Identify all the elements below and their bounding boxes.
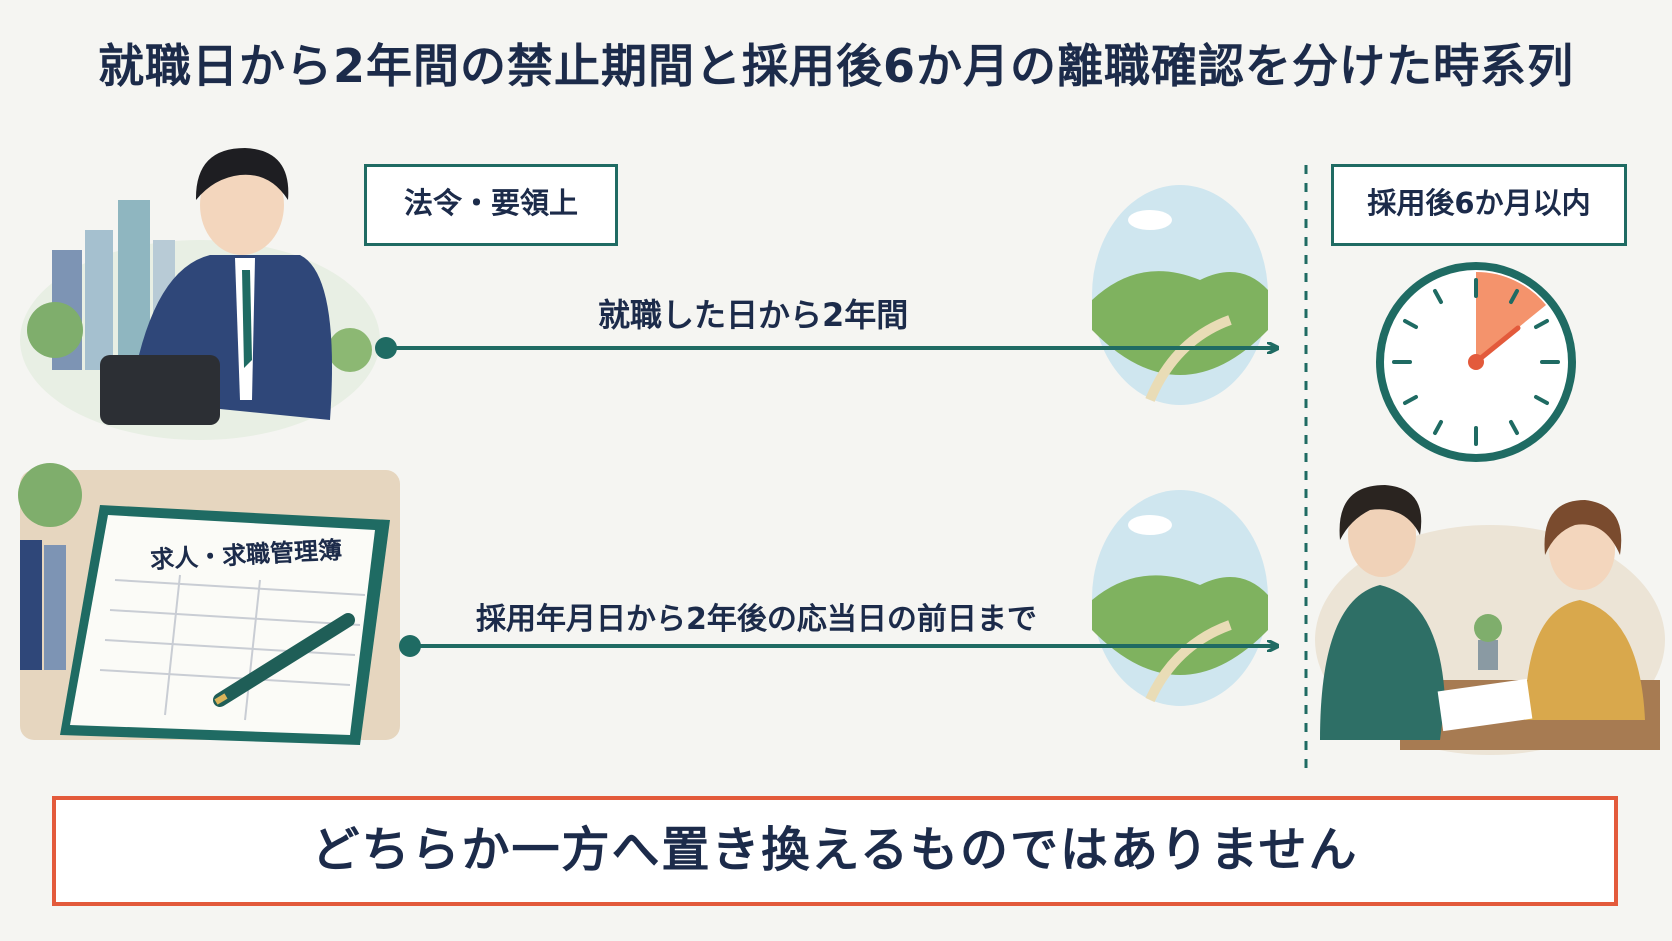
landscape-icon [1092, 185, 1268, 405]
period-arrow-bottom [399, 635, 1276, 657]
interview-illustration [1315, 485, 1665, 755]
six-months-label-box: 採用後6か月以内 [1331, 164, 1627, 246]
top-arrow-label: 就職した日から2年間 [598, 296, 909, 334]
note-box: どちらか一方へ置き換えるものではありません [52, 796, 1618, 906]
ledger-illustration [18, 463, 400, 745]
pen-icon [213, 613, 355, 707]
bottom-arrow-label: 採用年月日から2年後の応当日の前日まで [476, 602, 1037, 637]
law-label-box: 法令・要領上 [364, 164, 618, 246]
landscape-icon [1092, 490, 1268, 706]
page-title: 就職日から2年間の禁止期間と採用後6か月の離職確認を分けた時系列 [97, 39, 1574, 93]
clock-icon [1376, 262, 1576, 462]
businessman-illustration [20, 148, 380, 440]
period-arrow-top [375, 337, 1276, 359]
